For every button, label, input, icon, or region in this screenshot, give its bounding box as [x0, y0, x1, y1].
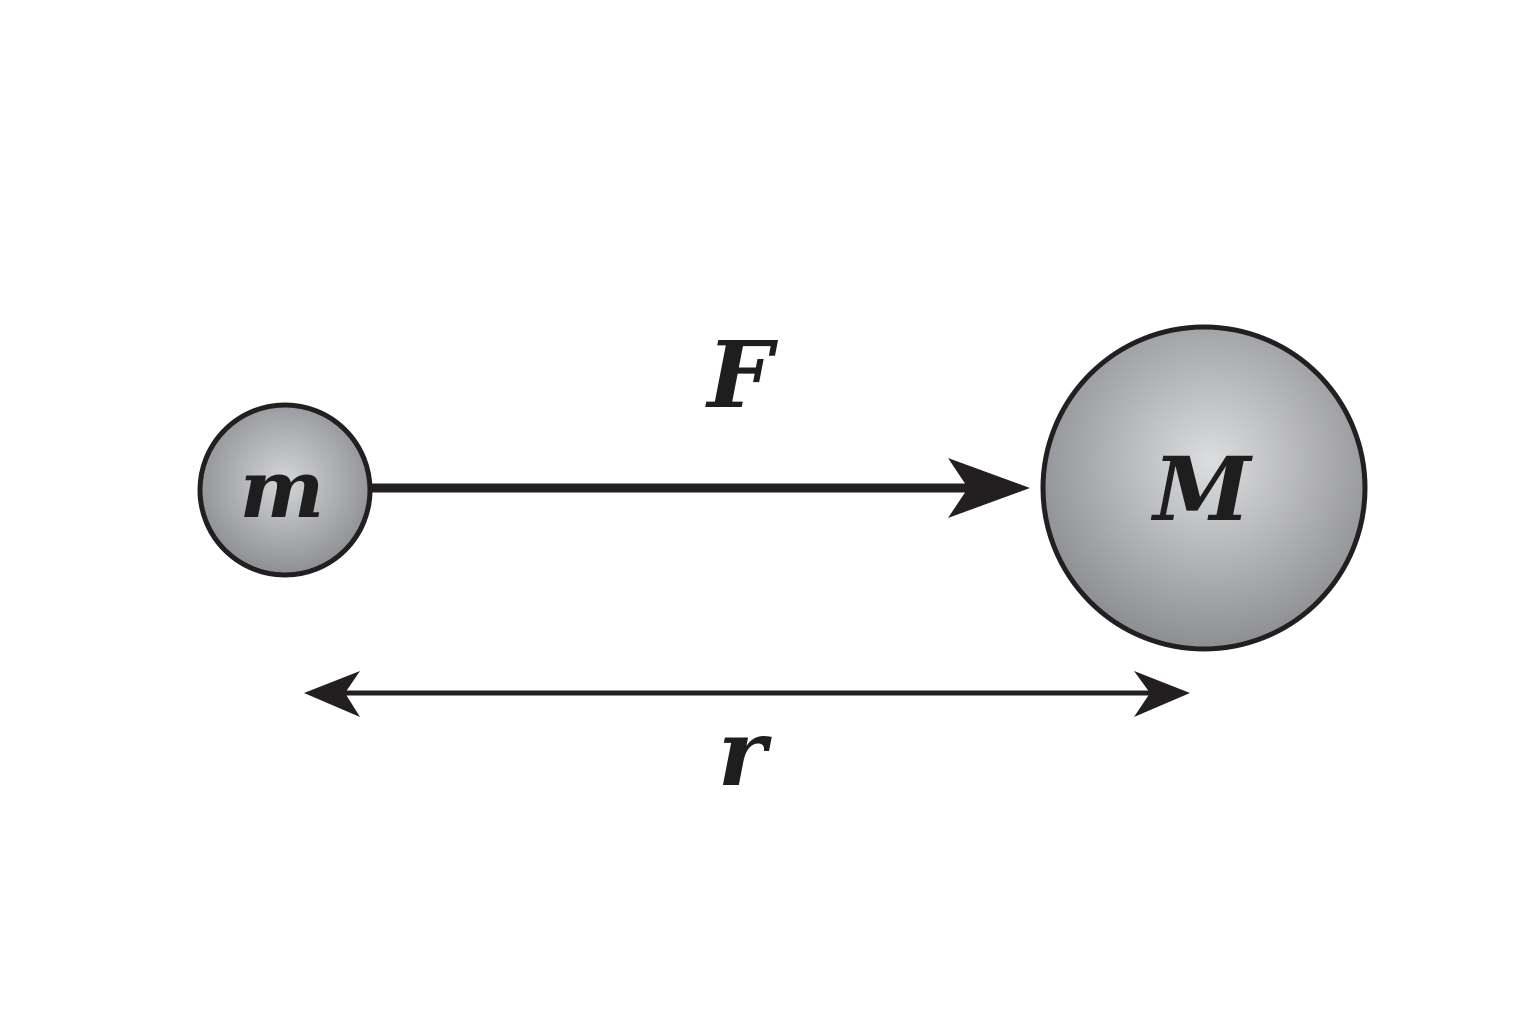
distance-label: r — [718, 699, 773, 807]
large-sphere-body — [1040, 324, 1368, 652]
large-mass-sphere: M — [1040, 324, 1368, 652]
distance-arrow-right-head — [1134, 671, 1190, 717]
force-label: F — [704, 321, 778, 429]
distance-arrow-left-head — [304, 671, 360, 717]
small-mass-sphere: m — [197, 402, 373, 578]
small-sphere-body — [197, 402, 373, 578]
large-mass-label: M — [1150, 437, 1253, 541]
force-arrow-head — [948, 458, 1030, 518]
small-mass-label: m — [240, 442, 325, 536]
force-arrow — [368, 458, 1030, 518]
distance-arrow — [304, 671, 1190, 717]
